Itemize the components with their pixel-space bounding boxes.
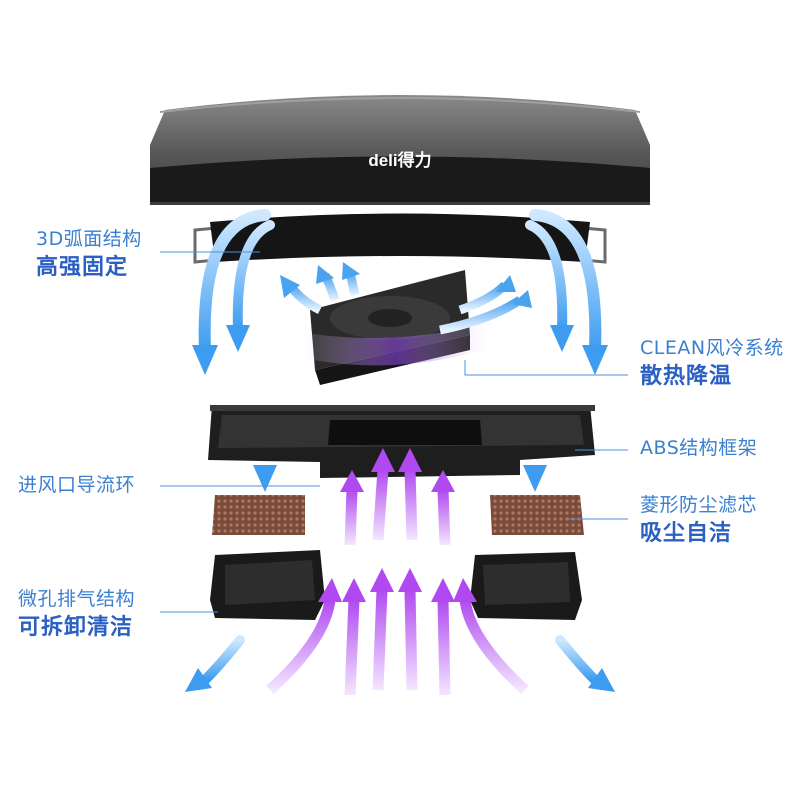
callout-filter-subtitle: 吸尘自洁 (640, 521, 733, 546)
exhaust-left (210, 550, 325, 620)
leader-lines (160, 251, 628, 613)
callout-filter: 菱形防尘滤芯 吸尘自洁 (640, 492, 757, 550)
callout-abs-frame-title: ABS结构框架 (640, 437, 758, 459)
callout-filter-title: 菱形防尘滤芯 (640, 494, 758, 516)
cool-airflow-arrows (185, 209, 615, 692)
arc-frame (193, 213, 607, 264)
callout-clean-cooling-subtitle: 散热降温 (640, 364, 733, 389)
warm-airflow-arrows (266, 448, 529, 696)
abs-frame (208, 405, 595, 478)
callout-arc-structure-title: 3D弧面结构 (36, 228, 142, 250)
callout-intake-ring: 进风口导流环 (18, 472, 135, 498)
deli-logo: deli得力 (368, 150, 431, 170)
callout-intake-ring-title: 进风口导流环 (18, 474, 136, 496)
callout-abs-frame: ABS结构框架 (640, 435, 757, 461)
callout-arc-structure: 3D弧面结构 高强固定 (36, 226, 142, 284)
callout-clean-cooling-title: CLEAN风冷系统 (640, 337, 784, 359)
callout-exhaust: 微孔排气结构 可拆卸清洁 (18, 586, 135, 644)
filter-left (212, 495, 305, 535)
cooling-fan (290, 270, 500, 385)
fan-exhaust-arrows (280, 262, 532, 335)
filter-right (490, 495, 584, 535)
top-shell (150, 95, 650, 205)
callout-exhaust-subtitle: 可拆卸清洁 (18, 615, 134, 640)
callout-clean-cooling: CLEAN风冷系统 散热降温 (640, 335, 784, 393)
exhaust-right (470, 552, 582, 620)
callout-exhaust-title: 微孔排气结构 (18, 588, 136, 610)
callout-arc-structure-subtitle: 高强固定 (36, 255, 129, 280)
